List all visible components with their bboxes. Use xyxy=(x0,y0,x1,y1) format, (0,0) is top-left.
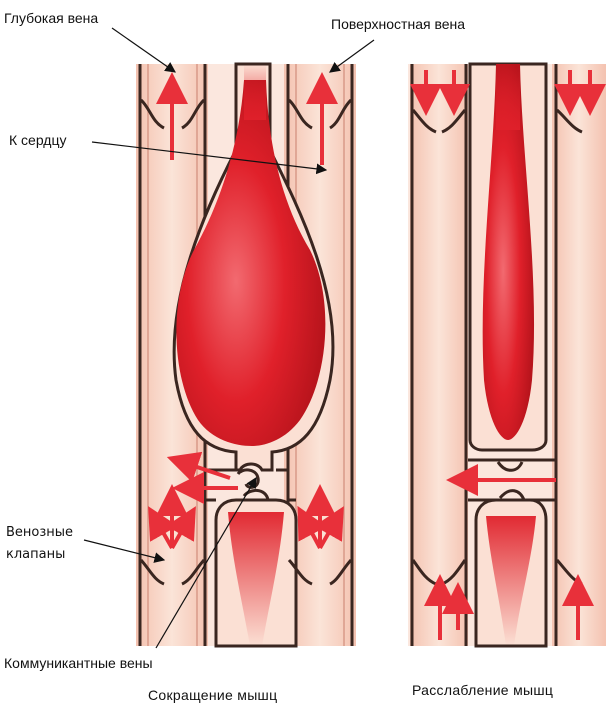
relaxation-panel xyxy=(408,64,606,646)
label-venous-valves-line1: Венозные xyxy=(6,522,73,544)
label-superficial-vein: Поверхностная вена xyxy=(331,16,465,32)
deep-vein-right xyxy=(410,64,468,646)
label-communicating-veins: Коммуникантные вены xyxy=(4,655,153,671)
muscle-compartment-relaxed xyxy=(470,64,546,450)
label-to-heart: К сердцу xyxy=(9,132,66,148)
label-venous-valves-line2: клапаны xyxy=(6,544,73,566)
label-venous-valves: Венозные клапаны xyxy=(6,522,73,566)
lower-compartment xyxy=(216,500,296,646)
superficial-vein-right xyxy=(552,64,606,646)
caption-muscle-relaxation: Расслабление мышц xyxy=(412,682,553,698)
lower-compartment-relaxed xyxy=(476,500,546,646)
label-deep-vein: Глубокая вена xyxy=(4,10,98,26)
